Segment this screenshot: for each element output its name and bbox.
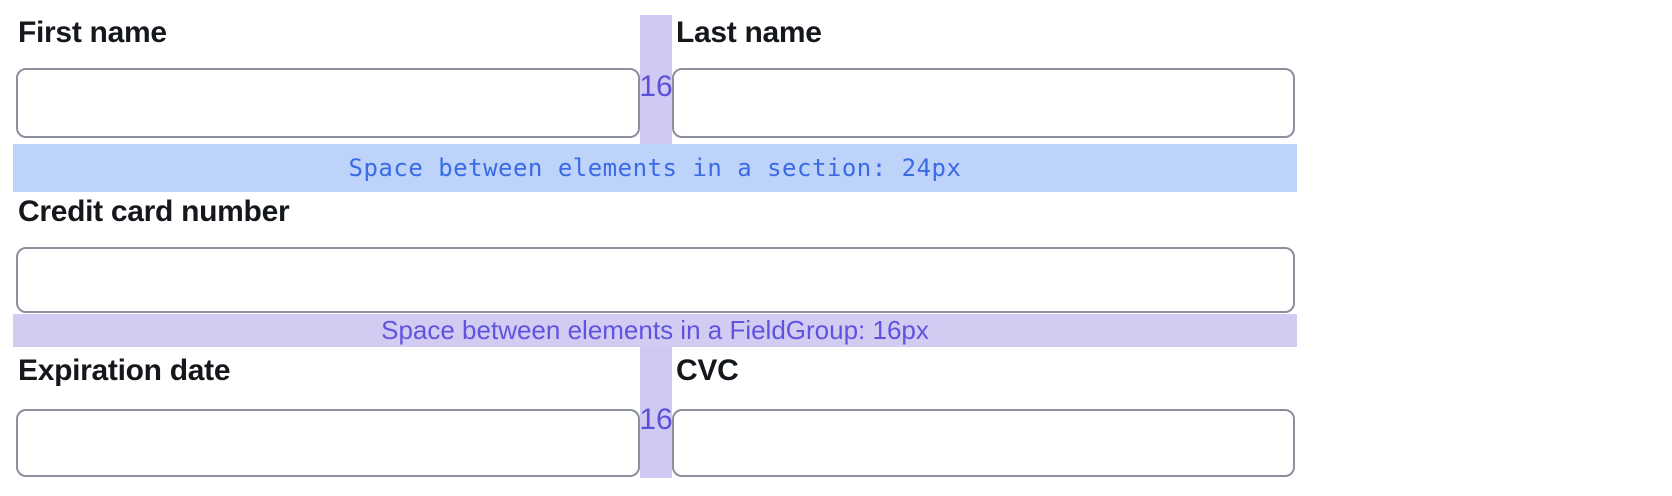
credit-card-number-input[interactable]: [16, 247, 1295, 313]
fieldgroup-spacing-banner: Space between elements in a FieldGroup: …: [13, 314, 1297, 347]
column-gap-size-label-row1: 16: [639, 70, 673, 103]
column-gap-highlight-row1: 16: [639, 15, 673, 144]
first-name-label: First name: [18, 16, 167, 49]
fieldgroup-spacing-banner-text: Space between elements in a FieldGroup: …: [381, 315, 929, 345]
column-gap-highlight-row3: 16: [639, 347, 673, 478]
expiration-date-label: Expiration date: [18, 354, 231, 387]
cvc-label: CVC: [676, 354, 739, 387]
expiration-date-input[interactable]: [16, 409, 640, 477]
first-name-input[interactable]: [16, 68, 640, 138]
cvc-input[interactable]: [672, 409, 1295, 477]
credit-card-number-label: Credit card number: [18, 195, 290, 228]
column-gap-size-label-row3: 16: [639, 403, 673, 436]
section-spacing-banner: Space between elements in a section: 24p…: [13, 144, 1297, 192]
last-name-input[interactable]: [672, 68, 1295, 138]
section-spacing-banner-text: Space between elements in a section: 24p…: [348, 154, 962, 182]
last-name-label: Last name: [676, 16, 822, 49]
